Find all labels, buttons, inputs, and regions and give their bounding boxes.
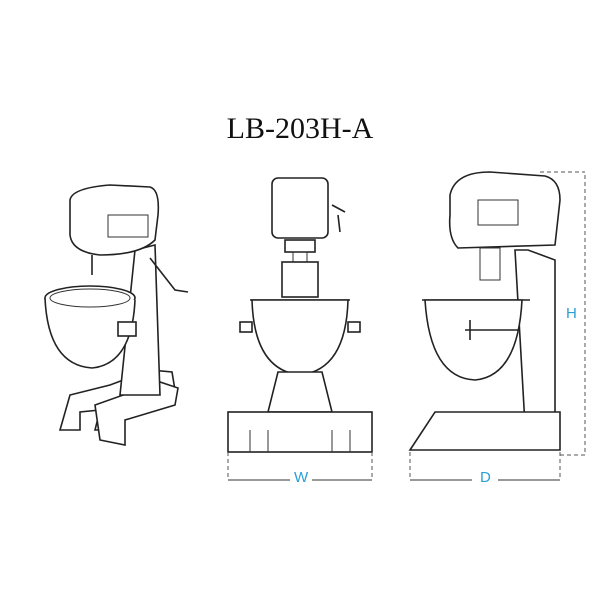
depth-dimension-label: D — [480, 469, 491, 486]
height-dimension-label: H — [566, 305, 577, 322]
model-title: LB-203H-A — [226, 112, 374, 145]
mixer-front-view — [227, 177, 373, 481]
mixer-perspective-view — [44, 184, 189, 446]
mixer-side-view — [408, 171, 586, 481]
width-dimension-label: W — [294, 469, 309, 486]
